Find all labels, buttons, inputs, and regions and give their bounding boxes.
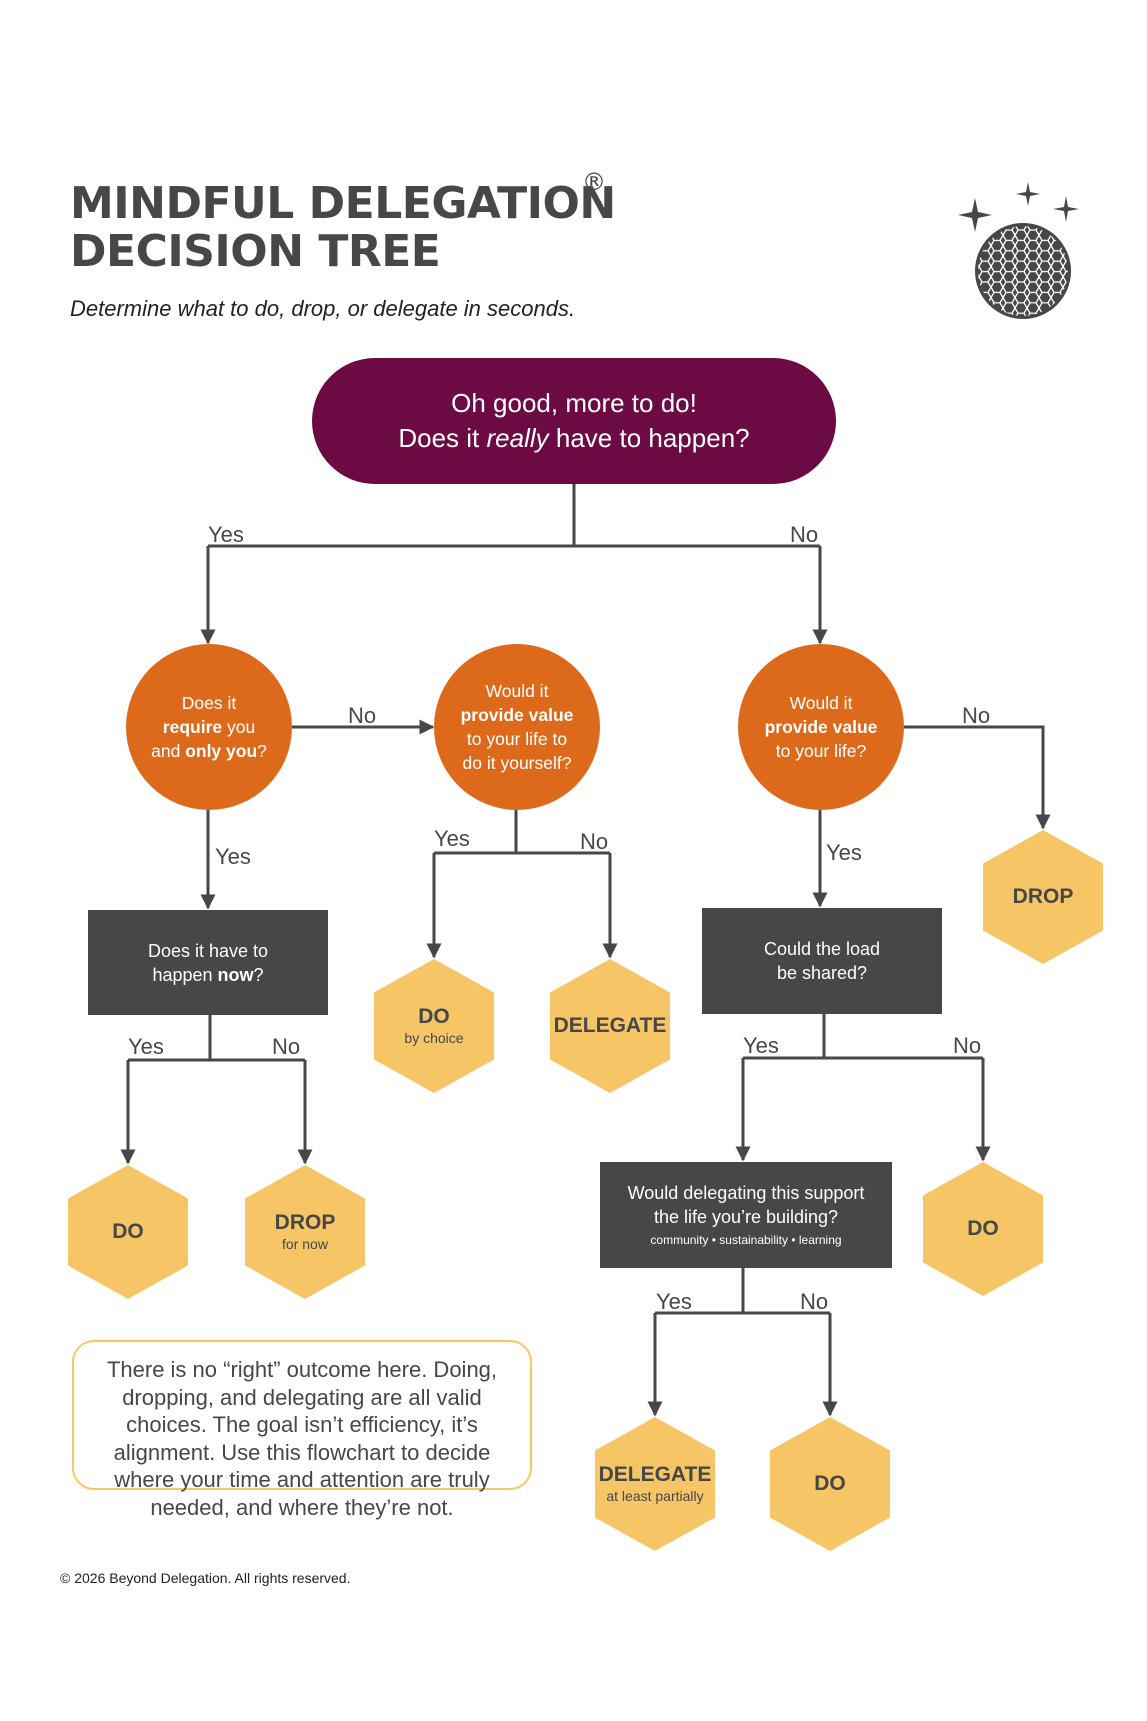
- load-shared-line-1: Could the load: [763, 939, 881, 959]
- outcome-delegate-label: DELEGATE: [553, 1014, 667, 1037]
- label-now-no: No: [272, 1034, 300, 1059]
- outcome-drop-for-now-sub: for now: [282, 1236, 328, 1252]
- require-you-and: and: [151, 741, 186, 761]
- copyright-footer: © 2026 Beyond Delegation. All rights res…: [60, 1570, 351, 1586]
- label-support-yes: Yes: [656, 1289, 692, 1314]
- connector-value-life-no: [904, 725, 1051, 830]
- support-life-node: Would delegating this support the life y…: [600, 1162, 892, 1268]
- outcome-delegate-partially-sub: at least partially: [606, 1488, 704, 1504]
- happen-now-node: Does it have to happen now?: [88, 910, 328, 1015]
- outcome-do-by-choice-label: DO: [418, 1005, 450, 1028]
- happen-now-bold: now: [217, 964, 254, 985]
- outcome-delegate-partially-label: DELEGATE: [598, 1463, 712, 1486]
- registered-mark: ®: [582, 168, 606, 196]
- label-require-no: No: [348, 703, 376, 728]
- outcome-do-now-label: DO: [112, 1220, 144, 1243]
- label-value-yourself-no: No: [580, 829, 608, 854]
- subtitle: Determine what to do, drop, or delegate …: [70, 296, 576, 321]
- label-start-no: No: [790, 522, 818, 547]
- outcome-drop-for-now-label: DROP: [274, 1211, 336, 1234]
- value-yourself-line-3: to your life to: [466, 729, 568, 749]
- start-line-2-pre: Does it: [398, 423, 487, 453]
- value-life-line-1: Would it: [789, 693, 853, 713]
- require-you-bold: require: [162, 717, 223, 737]
- support-life-line-3: community • sustainability • learning: [650, 1233, 842, 1247]
- support-life-line-1: Would delegating this support: [627, 1183, 865, 1203]
- value-yourself-node: Would it provide value to your life to d…: [434, 644, 600, 810]
- require-you-line-1: Does it: [181, 693, 237, 713]
- label-support-no: No: [800, 1289, 828, 1314]
- outcome-do-not-shared-label: DO: [967, 1217, 999, 1240]
- happen-now-line-1: Does it have to: [147, 940, 269, 961]
- outcome-drop-for-now: DROP for now: [245, 1165, 365, 1299]
- value-life-bold: provide value: [764, 717, 878, 737]
- start-line-2: Does it really have to happen?: [398, 421, 749, 456]
- outcome-do-by-choice-sub: by choice: [404, 1030, 464, 1046]
- require-you-line-2: require you: [151, 715, 267, 739]
- require-you-line-3: and only you?: [151, 739, 267, 763]
- outcome-do-final: DO: [770, 1417, 890, 1551]
- sparkle-disco-ball-icon: [958, 182, 1079, 319]
- value-yourself-line-4: do it yourself?: [462, 753, 572, 773]
- label-shared-yes: Yes: [743, 1033, 779, 1058]
- value-life-node: Would it provide value to your life?: [738, 644, 904, 810]
- label-require-yes: Yes: [215, 844, 251, 869]
- load-shared-line-2: be shared?: [776, 963, 868, 983]
- title-line-1: MINDFUL DELEGATION: [70, 178, 616, 229]
- label-value-life-no: No: [962, 703, 990, 728]
- value-yourself-bold: provide value: [460, 705, 574, 725]
- value-yourself-line-1: Would it: [485, 681, 549, 701]
- outcome-drop-top-label: DROP: [1012, 885, 1074, 908]
- require-you-node: Does it require you and only you?: [126, 644, 292, 810]
- start-node: Oh good, more to do! Does it really have…: [312, 358, 836, 484]
- require-you-only-you: only you: [185, 741, 258, 761]
- require-you-rest: you: [222, 717, 256, 737]
- title-line-2: DECISION TREE: [70, 226, 441, 277]
- require-you-qmark: ?: [257, 741, 267, 761]
- start-line-2-emphasis: really: [486, 423, 549, 453]
- label-value-life-yes: Yes: [826, 840, 862, 865]
- outcome-do-not-shared: DO: [923, 1162, 1043, 1296]
- label-start-yes: Yes: [208, 522, 244, 547]
- value-life-line-3: to your life?: [775, 741, 867, 761]
- start-line-2-post: have to happen?: [548, 423, 750, 453]
- value-life-line-2: provide value: [765, 715, 878, 739]
- label-value-yourself-yes: Yes: [434, 826, 470, 851]
- outcome-do-final-label: DO: [814, 1472, 846, 1495]
- outcome-delegate-partially: DELEGATE at least partially: [595, 1417, 715, 1551]
- label-shared-no: No: [953, 1033, 981, 1058]
- load-shared-node: Could the load be shared?: [702, 908, 942, 1014]
- happen-now-qmark: ?: [253, 964, 264, 985]
- happen-now-pre: happen: [152, 964, 218, 985]
- page-title: MINDFUL DELEGATION DECISION TREE: [70, 180, 616, 276]
- label-now-yes: Yes: [128, 1034, 164, 1059]
- happen-now-line-2: happen now?: [152, 963, 263, 987]
- start-line-1: Oh good, more to do!: [451, 388, 697, 418]
- guidance-note: There is no “right” outcome here. Doing,…: [72, 1340, 532, 1520]
- value-yourself-line-2: provide value: [461, 703, 574, 727]
- outcome-do-now: DO: [68, 1165, 188, 1299]
- support-life-line-2: the life you’re building?: [653, 1207, 839, 1227]
